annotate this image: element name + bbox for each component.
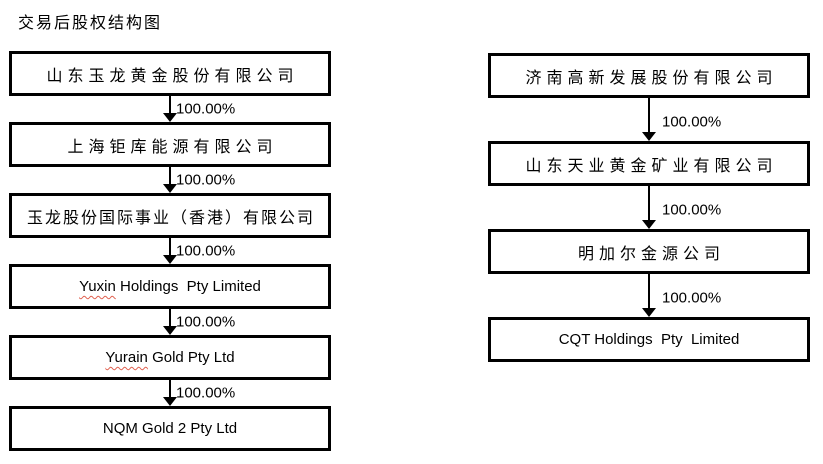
entity-box-nqm-gold-2: NQM Gold 2 Pty Ltd	[9, 406, 331, 451]
entity-label: Yuxin Holdings Pty Limited	[79, 278, 261, 295]
entity-box-shandong-tianye-gold-mining: 山东天业黄金矿业有限公司	[488, 141, 810, 186]
arrow-head-icon	[163, 326, 177, 335]
ownership-percent-label: 100.00%	[662, 113, 722, 130]
entity-label: CQT Holdings Pty Limited	[558, 331, 740, 348]
right-ownership-chain: 济南高新发展股份有限公司 100.00% 山东天业黄金矿业有限公司 100.00…	[488, 53, 810, 362]
entity-label: 济南高新发展股份有限公司	[525, 69, 778, 87]
ownership-percent-label: 100.00%	[176, 100, 236, 118]
entity-label: NQM Gold 2 Pty Ltd	[102, 420, 238, 437]
diagram-title: 交易后股权结构图	[18, 15, 163, 32]
arrow-line	[648, 274, 650, 309]
arrow-head-icon	[163, 255, 177, 264]
arrow-head-icon	[642, 132, 656, 141]
ownership-percent-label: 100.00%	[176, 313, 236, 331]
arrow-head-icon	[642, 220, 656, 229]
entity-box-yuxin-holdings: Yuxin Holdings Pty Limited	[9, 264, 331, 309]
ownership-edge: 100.00%	[9, 309, 331, 335]
arrow-head-icon	[163, 113, 177, 122]
misspelled-word: Yurain	[105, 349, 148, 366]
arrow-head-icon	[642, 308, 656, 317]
arrow-line	[648, 98, 650, 133]
ownership-percent-label: 100.00%	[176, 384, 236, 402]
entity-box-mingaer-jinyuan: 明加尔金源公司	[488, 229, 810, 274]
arrow-line	[169, 309, 171, 327]
arrow-head-icon	[163, 184, 177, 193]
arrow-line	[169, 96, 171, 114]
ownership-percent-label: 100.00%	[662, 289, 722, 306]
entity-label: 山东天业黄金矿业有限公司	[525, 157, 778, 175]
entity-label: 山东玉龙黄金股份有限公司	[46, 67, 299, 85]
ownership-edge: 100.00%	[9, 238, 331, 264]
ownership-edge: 100.00%	[9, 380, 331, 406]
arrow-line	[169, 167, 171, 185]
entity-box-yulong-international-hk: 玉龙股份国际事业（香港）有限公司	[9, 193, 331, 238]
entity-label-rest: Holdings Pty Limited	[115, 278, 261, 295]
entity-label: 明加尔金源公司	[577, 245, 725, 263]
ownership-percent-label: 100.00%	[662, 201, 722, 218]
arrow-line	[169, 380, 171, 398]
ownership-edge: 100.00%	[488, 186, 810, 229]
entity-label: 玉龙股份国际事业（香港）有限公司	[26, 209, 315, 227]
ownership-percent-label: 100.00%	[176, 171, 236, 189]
left-ownership-chain: 山东玉龙黄金股份有限公司 100.00% 上海钜库能源有限公司 100.00% …	[9, 51, 331, 451]
entity-box-jinan-hi-tech-development: 济南高新发展股份有限公司	[488, 53, 810, 98]
entity-label: Yurain Gold Pty Ltd	[105, 349, 234, 366]
entity-box-yurain-gold: Yurain Gold Pty Ltd	[9, 335, 331, 380]
entity-box-shanghai-juku-energy: 上海钜库能源有限公司	[9, 122, 331, 167]
ownership-percent-label: 100.00%	[176, 242, 236, 260]
ownership-edge: 100.00%	[488, 98, 810, 141]
entity-label-rest: Gold Pty Ltd	[147, 349, 235, 366]
arrow-line	[648, 186, 650, 221]
entity-box-shandong-yulong-gold: 山东玉龙黄金股份有限公司	[9, 51, 331, 96]
ownership-edge: 100.00%	[9, 96, 331, 122]
arrow-line	[169, 238, 171, 256]
arrow-head-icon	[163, 397, 177, 406]
misspelled-word: Yuxin	[79, 278, 116, 295]
ownership-edge: 100.00%	[9, 167, 331, 193]
entity-label: 上海钜库能源有限公司	[67, 138, 278, 156]
entity-box-cqt-holdings: CQT Holdings Pty Limited	[488, 317, 810, 362]
ownership-edge: 100.00%	[488, 274, 810, 317]
